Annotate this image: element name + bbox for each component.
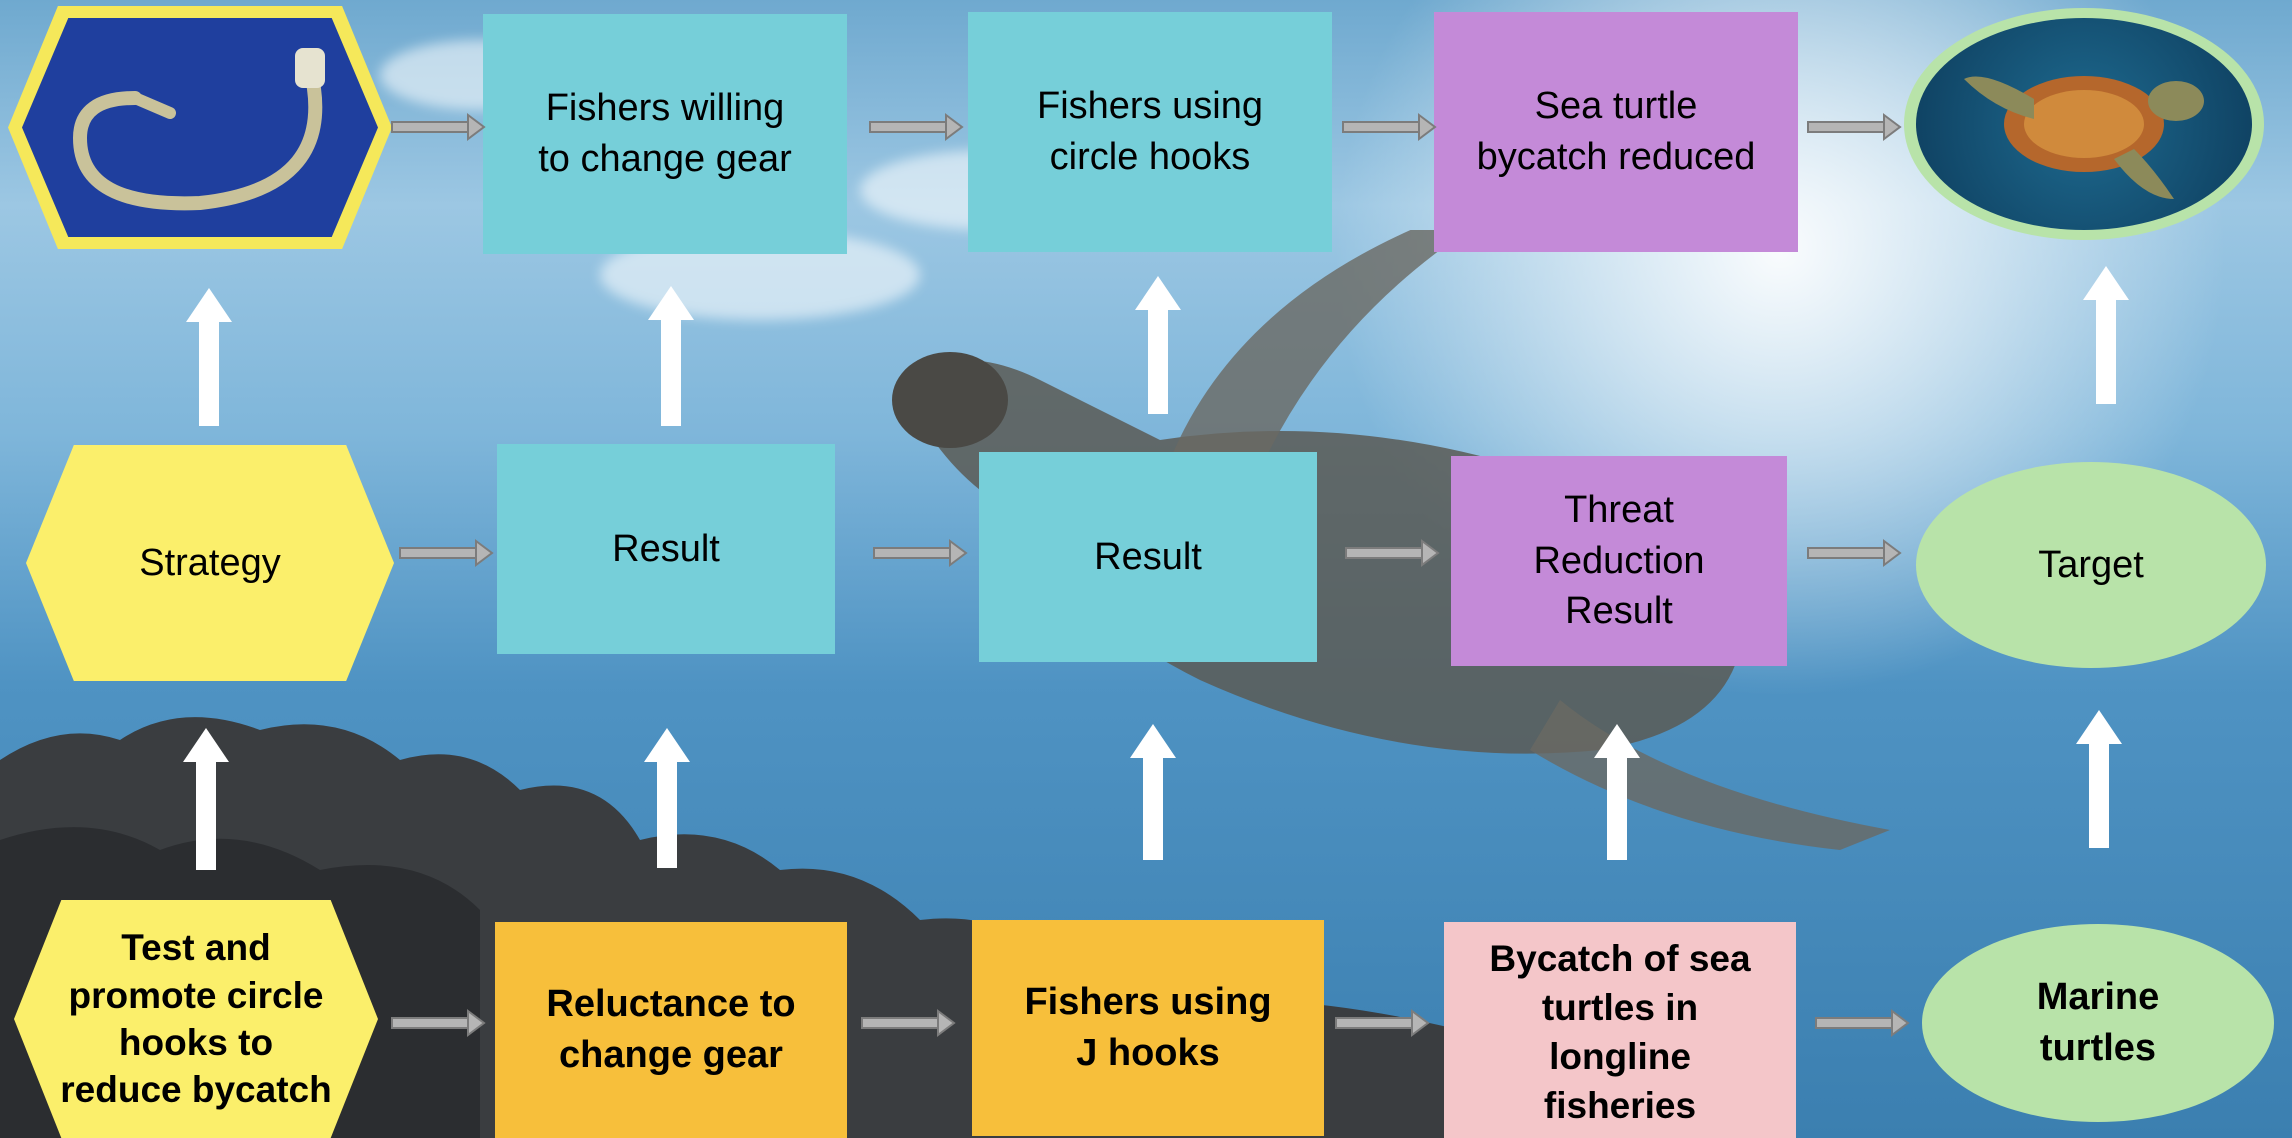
circle-hook-image	[8, 6, 392, 249]
result-fishers-circle-hooks-label: Fishers using circle hooks	[1037, 85, 1263, 178]
strategy-circle-hooks: Test and promote circle hooks to reduce …	[14, 900, 378, 1138]
result-fishers-willing-label: Fishers willing to change gear	[538, 87, 792, 180]
target-marine-turtles-label: Marine turtles	[2036, 976, 2160, 1069]
sea-turtle-image	[1904, 8, 2264, 240]
legend-threat-reduction-label: Threat Reduction Result	[1533, 489, 1705, 633]
target-marine-turtles: Marine turtles	[1922, 924, 2274, 1122]
legend-result-2-label: Result	[1094, 535, 1202, 578]
legend-result-1-label: Result	[612, 527, 720, 570]
factor-j-hooks: Fishers using J hooks	[972, 920, 1324, 1136]
legend-strategy: Strategy	[26, 445, 394, 681]
strategy-circle-hooks-label: Test and promote circle hooks to reduce …	[60, 927, 332, 1111]
sea-turtle-icon	[1964, 76, 2204, 199]
legend-target-label: Target	[2038, 543, 2144, 586]
threat-reduction-bycatch-reduced: Sea turtle bycatch reduced	[1434, 12, 1798, 252]
legend-result-2: Result	[979, 452, 1317, 662]
legend-result-1: Result	[497, 444, 835, 654]
bycatch-reduced-label: Sea turtle bycatch reduced	[1476, 85, 1756, 178]
circle-hook-icon	[72, 47, 325, 210]
result-fishers-willing: Fishers willing to change gear	[483, 14, 847, 254]
threat-bycatch-label: Bycatch of sea turtles in longline fishe…	[1489, 938, 1751, 1126]
factor-reluctance-label: Reluctance to change gear	[546, 983, 796, 1076]
factor-reluctance: Reluctance to change gear	[495, 922, 847, 1138]
legend-strategy-label: Strategy	[139, 541, 281, 584]
legend-target: Target	[1916, 462, 2266, 668]
threat-bycatch: Bycatch of sea turtles in longline fishe…	[1444, 922, 1796, 1138]
factor-j-hooks-label: Fishers using J hooks	[1024, 981, 1272, 1074]
result-fishers-circle-hooks: Fishers using circle hooks	[968, 12, 1332, 252]
legend-threat-reduction: Threat Reduction Result	[1451, 456, 1787, 666]
